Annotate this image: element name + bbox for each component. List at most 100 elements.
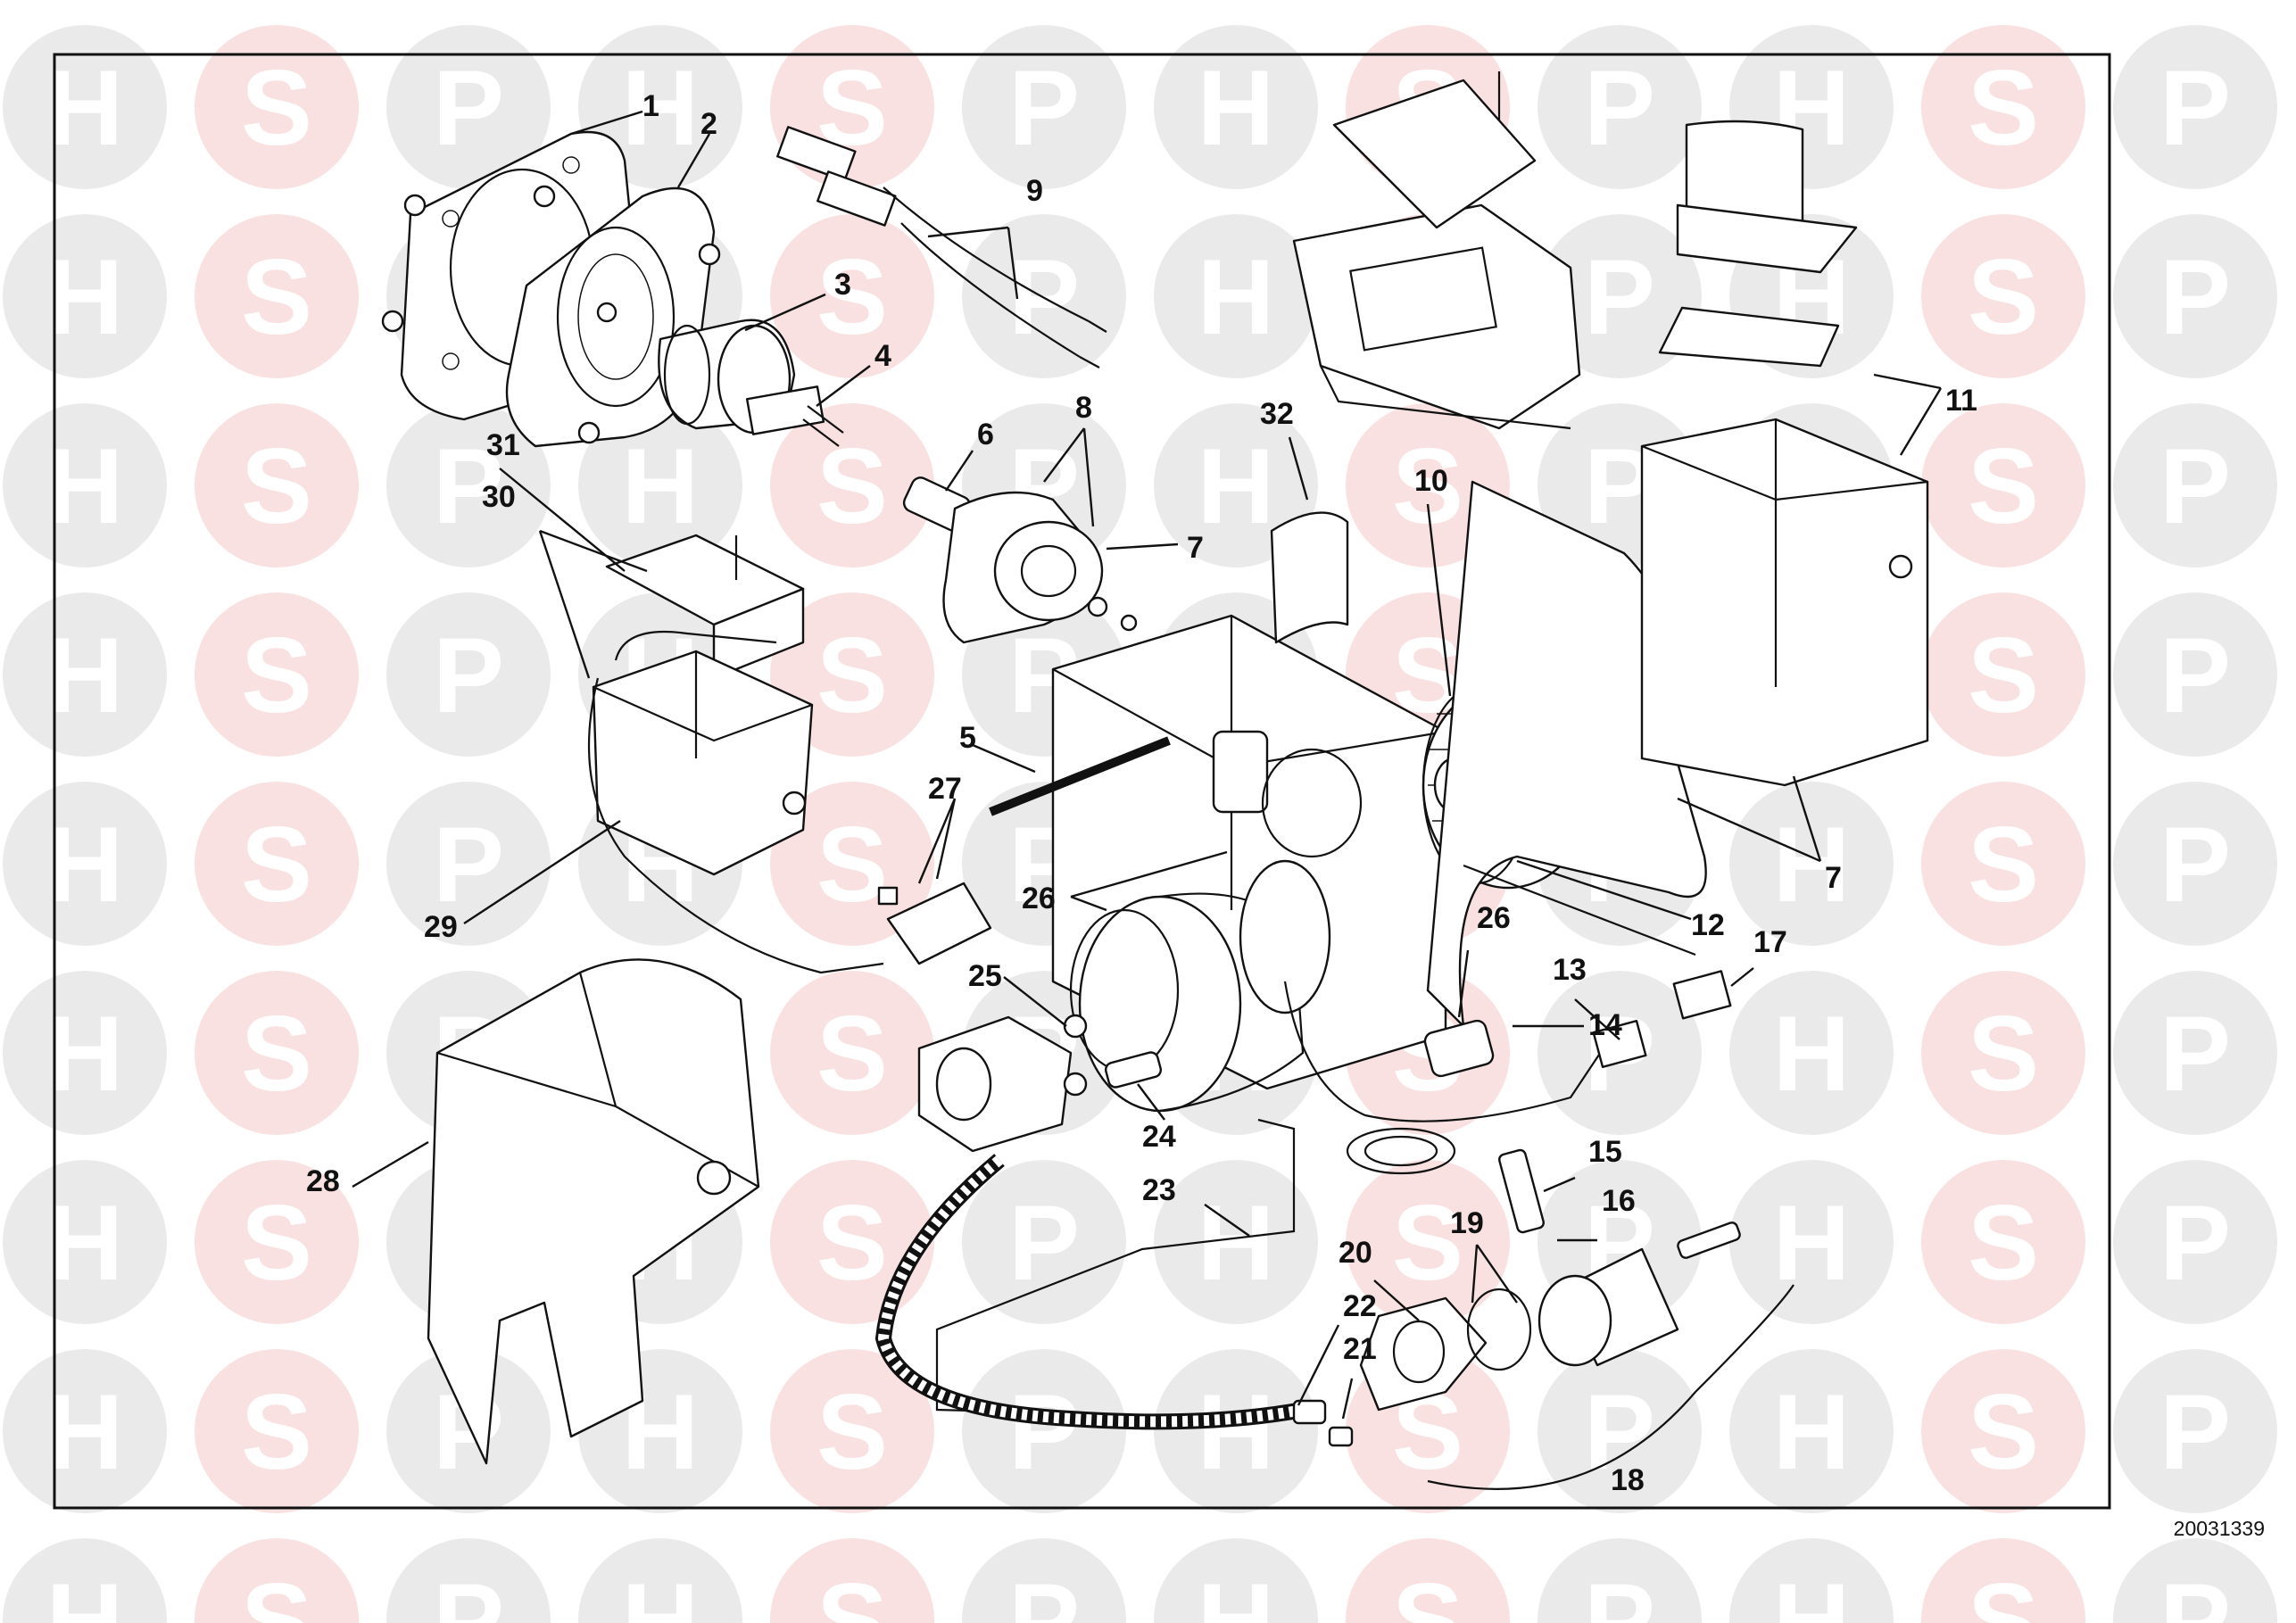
watermark-letter: P	[433, 616, 504, 735]
callout-label: 15	[1588, 1135, 1622, 1169]
watermark-circle	[2113, 403, 2277, 567]
watermark-letter: S	[816, 426, 888, 546]
callout-label: 8	[1075, 391, 1092, 425]
watermark-circle	[3, 1160, 167, 1324]
watermark-letter: S	[241, 426, 312, 546]
callout-labels: 1 2 3 4 5 6 7 7 8 9 10 11 12 13 14 15 16…	[306, 89, 1977, 1497]
watermark-circle	[3, 592, 167, 757]
watermark-circle	[1538, 25, 1702, 189]
part-connector-17	[1672, 970, 1732, 1020]
watermark-circle	[1729, 1160, 1894, 1324]
watermark-letter: S	[1968, 805, 2039, 924]
watermark-circle	[3, 403, 167, 567]
watermark-letter: P	[2159, 1183, 2231, 1303]
part-oil-line	[935, 1118, 1296, 1420]
callout-label: 5	[959, 721, 976, 755]
part-control-cable	[587, 677, 884, 974]
watermark-circle	[2113, 1538, 2277, 1623]
callout-label: 26	[1477, 901, 1511, 935]
watermark-letter: S	[241, 1372, 312, 1492]
watermark-letter: H	[46, 994, 124, 1114]
callout-label: 10	[1414, 464, 1448, 498]
part-hose-fittings	[1292, 1399, 1354, 1447]
callout-label: 4	[874, 339, 891, 373]
watermark-circle	[1538, 1538, 1702, 1623]
watermark-circle	[770, 214, 934, 378]
watermark-letter: H	[1198, 1183, 1275, 1303]
watermark-circle	[1154, 1538, 1318, 1623]
watermark-letter: H	[1198, 426, 1275, 546]
watermark-letter: P	[2159, 1561, 2231, 1623]
watermark-circle	[962, 25, 1126, 189]
part-photocell	[877, 882, 992, 965]
part-air-damper	[1270, 511, 1349, 644]
watermark-circle	[386, 25, 551, 189]
callout-label: 23	[1142, 1173, 1176, 1207]
watermark-circle	[386, 1538, 551, 1623]
watermark-letter: P	[1584, 1561, 1655, 1623]
watermark-circle	[3, 25, 167, 189]
watermark-letter: H	[46, 1561, 124, 1623]
watermark-letter: S	[241, 805, 312, 924]
watermark-circle	[2113, 782, 2277, 946]
callout-label: 18	[1611, 1463, 1645, 1497]
watermark-letter: P	[1584, 237, 1655, 357]
watermark-circle	[2113, 1349, 2277, 1513]
watermark-letter: S	[816, 994, 888, 1114]
watermark-letter: S	[816, 1183, 888, 1303]
callout-label: 7	[1187, 531, 1204, 565]
watermark-circle	[1921, 782, 2085, 946]
callout-label: 3	[834, 268, 851, 302]
watermark-letter: S	[1968, 994, 2039, 1114]
callout-label: 2	[700, 107, 717, 141]
callout-label: 20	[1339, 1236, 1372, 1270]
watermark-circle	[1538, 1349, 1702, 1513]
watermark-circle	[1921, 1349, 2085, 1513]
watermark-letter: H	[622, 426, 700, 546]
watermark-letter: S	[816, 616, 888, 735]
callout-label: 30	[482, 480, 516, 514]
watermark-circle	[1154, 25, 1318, 189]
part-motor	[1069, 859, 1331, 1113]
watermark-circle	[1921, 214, 2085, 378]
watermark-circle	[770, 1349, 934, 1513]
watermark-circle	[578, 1538, 742, 1623]
watermark-letter: P	[1584, 48, 1655, 168]
watermark-letter: S	[1968, 1561, 2039, 1623]
watermark-letter: H	[46, 48, 124, 168]
callout-label: 21	[1343, 1332, 1377, 1366]
callout-label: 25	[968, 959, 1002, 993]
watermark-circle	[195, 214, 359, 378]
watermark-letter: H	[46, 237, 124, 357]
watermark-letter: S	[1968, 237, 2039, 357]
part-cable-coil	[1346, 1127, 1456, 1175]
watermark-circle	[195, 25, 359, 189]
watermark-letter: S	[816, 1372, 888, 1492]
part-cable-12	[1463, 864, 1696, 956]
watermark-circle	[1154, 1349, 1318, 1513]
watermark-letter: H	[1773, 1372, 1851, 1492]
watermark-circle	[1729, 1538, 1894, 1623]
callout-label: 31	[486, 428, 520, 462]
watermark-circle	[1729, 1349, 1894, 1513]
watermark-letter: S	[1968, 1372, 2039, 1492]
watermark-letter: P	[2159, 616, 2231, 735]
watermark-letter: P	[1008, 1183, 1080, 1303]
watermark-letter: P	[2159, 994, 2231, 1114]
watermark-circle	[3, 971, 167, 1135]
watermark-letter: S	[241, 616, 312, 735]
callout-label: 17	[1753, 925, 1787, 959]
watermark-letter: P	[1008, 1372, 1080, 1492]
watermark-circle	[1154, 1160, 1318, 1324]
watermark-letter: P	[2159, 237, 2231, 357]
callout-label: 16	[1602, 1184, 1636, 1218]
watermark-letter: H	[1773, 1183, 1851, 1303]
watermark-letter: P	[2159, 1372, 2231, 1492]
diagram-frame	[53, 53, 2111, 1510]
watermark-circle	[3, 1538, 167, 1623]
watermark-circle	[2113, 214, 2277, 378]
callout-label: 27	[928, 772, 962, 806]
watermark-circle	[1921, 25, 2085, 189]
callout-label: 29	[424, 910, 458, 944]
watermark-letter: P	[2159, 426, 2231, 546]
